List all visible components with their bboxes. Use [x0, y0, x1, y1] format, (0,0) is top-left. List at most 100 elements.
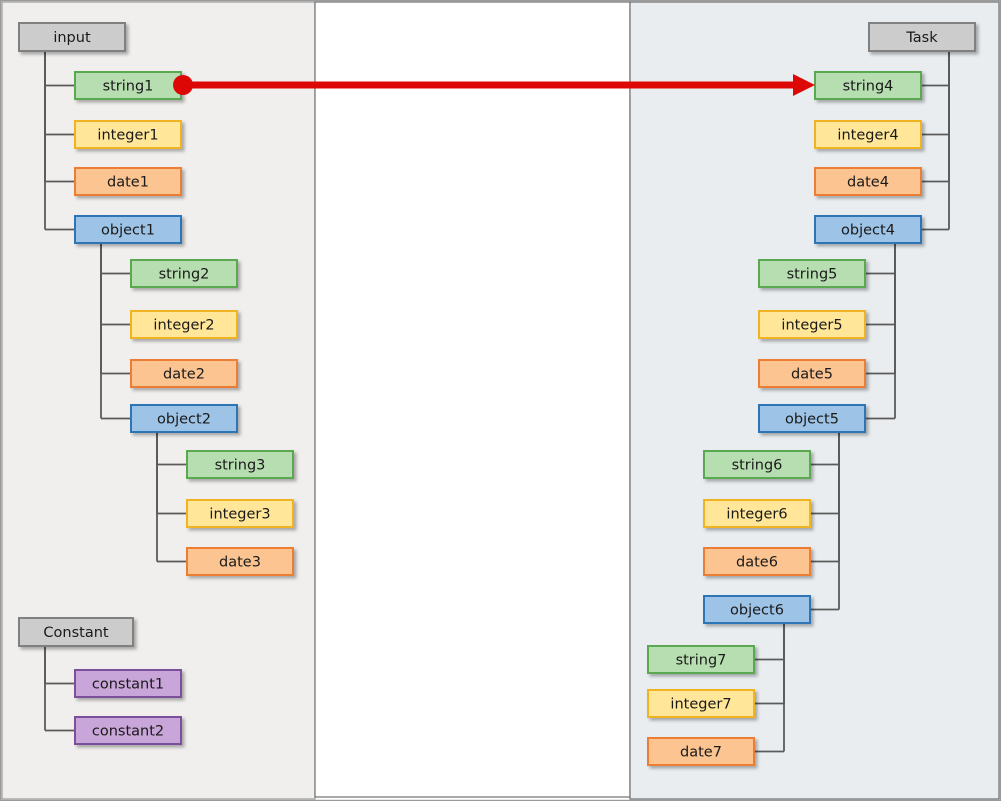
- nodes-layer: input string1 integer1 date1 object1 string2 i…: [18, 22, 976, 766]
- mappings-layer: [173, 74, 815, 96]
- node-date7[interactable]: date7: [647, 737, 755, 766]
- node-date5-label: date5: [791, 367, 833, 383]
- mapping-string1-string4-source-handle[interactable]: [173, 75, 193, 95]
- node-string6-box[interactable]: [703, 450, 811, 479]
- input-root-label: input: [53, 30, 91, 46]
- task-root[interactable]: Task: [868, 22, 976, 52]
- node-constant2-label: constant2: [92, 724, 164, 740]
- node-date3-label: date3: [219, 555, 261, 571]
- input-root[interactable]: input: [18, 22, 126, 52]
- node-date4[interactable]: date4: [814, 167, 922, 196]
- node-integer2[interactable]: integer2: [130, 310, 238, 339]
- node-date4-label: date4: [847, 175, 889, 191]
- node-integer1-label: integer1: [97, 128, 158, 144]
- task-root-box[interactable]: [868, 22, 976, 52]
- node-integer1[interactable]: integer1: [74, 120, 182, 149]
- node-integer6[interactable]: integer6: [703, 499, 811, 528]
- node-object1-label: object1: [101, 223, 155, 239]
- task-root-label: Task: [905, 30, 938, 46]
- node-date2-label: date2: [163, 367, 205, 383]
- node-integer3-box[interactable]: [186, 499, 294, 528]
- middle-panel: [314, 1, 631, 798]
- node-date4-box[interactable]: [814, 167, 922, 196]
- node-constant1[interactable]: constant1: [74, 669, 182, 698]
- node-date6-label: date6: [736, 555, 778, 571]
- node-date1-label: date1: [107, 175, 149, 191]
- connectors-layer: [44, 51, 950, 753]
- node-date2[interactable]: date2: [130, 359, 238, 388]
- node-integer4[interactable]: integer4: [814, 120, 922, 149]
- node-integer7-label: integer7: [670, 697, 731, 713]
- node-string5-box[interactable]: [758, 259, 866, 288]
- node-date6-box[interactable]: [703, 547, 811, 576]
- node-date6[interactable]: date6: [703, 547, 811, 576]
- node-integer5[interactable]: integer5: [758, 310, 866, 339]
- node-string2-label: string2: [159, 267, 210, 283]
- node-constant1-box[interactable]: [74, 669, 182, 698]
- node-string4[interactable]: string4: [814, 71, 922, 100]
- node-date1[interactable]: date1: [74, 167, 182, 196]
- node-integer3[interactable]: integer3: [186, 499, 294, 528]
- node-string6[interactable]: string6: [703, 450, 811, 479]
- node-integer6-box[interactable]: [703, 499, 811, 528]
- node-date7-label: date7: [680, 745, 722, 761]
- node-object4[interactable]: object4: [814, 215, 922, 244]
- node-object5[interactable]: object5: [758, 404, 866, 433]
- node-integer2-label: integer2: [153, 318, 214, 334]
- node-string3-box[interactable]: [186, 450, 294, 479]
- node-string1-label: string1: [103, 79, 154, 95]
- node-object1[interactable]: object1: [74, 215, 182, 244]
- node-string7[interactable]: string7: [647, 645, 755, 674]
- node-date2-box[interactable]: [130, 359, 238, 388]
- node-date5-box[interactable]: [758, 359, 866, 388]
- node-object5-label: object5: [785, 412, 839, 428]
- node-integer1-box[interactable]: [74, 120, 182, 149]
- node-integer2-box[interactable]: [130, 310, 238, 339]
- node-object4-label: object4: [841, 223, 895, 239]
- node-object2[interactable]: object2: [130, 404, 238, 433]
- node-object4-box[interactable]: [814, 215, 922, 244]
- node-string7-box[interactable]: [647, 645, 755, 674]
- node-object1-box[interactable]: [74, 215, 182, 244]
- node-integer4-box[interactable]: [814, 120, 922, 149]
- node-string5[interactable]: string5: [758, 259, 866, 288]
- node-string4-box[interactable]: [814, 71, 922, 100]
- node-string1-box[interactable]: [74, 71, 182, 100]
- node-string2[interactable]: string2: [130, 259, 238, 288]
- constant-root-label: Constant: [43, 625, 109, 641]
- node-date5[interactable]: date5: [758, 359, 866, 388]
- node-constant1-label: constant1: [92, 677, 164, 693]
- node-object2-box[interactable]: [130, 404, 238, 433]
- node-integer7-box[interactable]: [647, 689, 755, 718]
- mapping-string1-string4-arrowhead-icon: [793, 74, 815, 96]
- node-integer6-label: integer6: [726, 507, 787, 523]
- node-object6-box[interactable]: [703, 595, 811, 624]
- node-string5-label: string5: [787, 267, 838, 283]
- node-string1[interactable]: string1: [74, 71, 182, 100]
- constant-root[interactable]: Constant: [18, 617, 134, 647]
- node-date1-box[interactable]: [74, 167, 182, 196]
- node-string2-box[interactable]: [130, 259, 238, 288]
- node-integer5-box[interactable]: [758, 310, 866, 339]
- node-string7-label: string7: [676, 653, 727, 669]
- node-string4-label: string4: [843, 79, 894, 95]
- node-object6[interactable]: object6: [703, 595, 811, 624]
- node-date3-box[interactable]: [186, 547, 294, 576]
- node-string3[interactable]: string3: [186, 450, 294, 479]
- input-root-box[interactable]: [18, 22, 126, 52]
- node-constant2[interactable]: constant2: [74, 716, 182, 745]
- node-integer7[interactable]: integer7: [647, 689, 755, 718]
- node-string3-label: string3: [215, 458, 266, 474]
- constant-root-box[interactable]: [18, 617, 134, 647]
- node-integer3-label: integer3: [209, 507, 270, 523]
- node-date3[interactable]: date3: [186, 547, 294, 576]
- mapping-string1-string4[interactable]: [173, 74, 815, 96]
- node-object2-label: object2: [157, 412, 211, 428]
- node-integer5-label: integer5: [781, 318, 842, 334]
- node-constant2-box[interactable]: [74, 716, 182, 745]
- node-date7-box[interactable]: [647, 737, 755, 766]
- node-object5-box[interactable]: [758, 404, 866, 433]
